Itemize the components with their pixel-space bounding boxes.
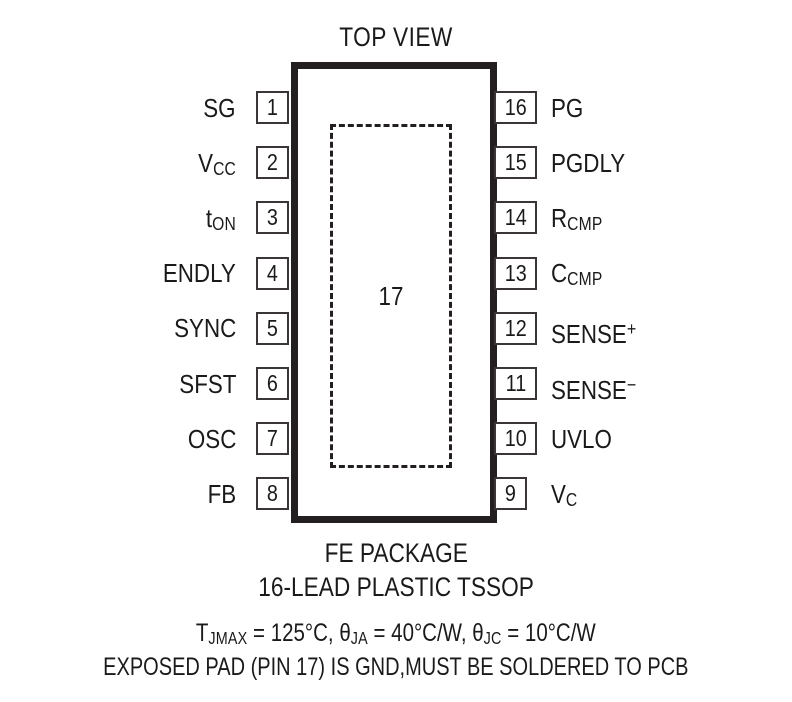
pin-label-pg: PG bbox=[551, 92, 589, 125]
caption-thermal-spec: TJMAX = 125°C, θJA = 40°C/W, θJC = 10°C/… bbox=[0, 619, 792, 649]
pin-number-box-3: 3 bbox=[256, 201, 289, 235]
exposed-pad-number: 17 bbox=[378, 281, 404, 311]
tjmax-value: = 125°C, bbox=[247, 619, 340, 647]
pin-number-box-9: 9 bbox=[494, 477, 527, 511]
pin-number-box-7: 7 bbox=[256, 422, 289, 456]
theta-ja-value: = 40°C/W, bbox=[367, 619, 473, 647]
pin-label-text: ENDLY bbox=[163, 258, 236, 289]
caption-package-name: FE PACKAGE bbox=[0, 538, 792, 569]
pin-label-text: PGDLY bbox=[551, 147, 626, 178]
diagram-title: TOP VIEW bbox=[339, 22, 453, 52]
pin-number-text: 1 bbox=[266, 94, 278, 120]
exposed-pad-outline bbox=[330, 124, 452, 468]
pin-label-text: FB bbox=[207, 478, 236, 509]
pin-number-box-8: 8 bbox=[256, 477, 289, 511]
pin-number-text: 3 bbox=[266, 204, 278, 231]
pin-number-text: 4 bbox=[266, 259, 278, 286]
pin-number-text: 11 bbox=[505, 370, 526, 396]
pin-number-text: 5 bbox=[266, 314, 278, 341]
pin-label-text: PG bbox=[551, 92, 584, 123]
pin-number-box-15: 15 bbox=[494, 146, 537, 180]
tjmax-subscript: JMAX bbox=[208, 627, 248, 648]
caption-package-name-text: FE PACKAGE bbox=[324, 538, 468, 568]
pin-number-text: 2 bbox=[266, 149, 278, 176]
caption-exposed-pad-note: EXPOSED PAD (PIN 17) IS GND,MUST BE SOLD… bbox=[0, 653, 792, 682]
pin-number-box-16: 16 bbox=[494, 91, 537, 124]
pin-label-sg: SG bbox=[198, 92, 236, 125]
pin-number-box-10: 10 bbox=[494, 422, 537, 456]
pin-label-text: RCMP bbox=[551, 202, 603, 234]
pin-label-text: OSC bbox=[187, 423, 236, 454]
pin-number-box-11: 11 bbox=[494, 367, 537, 400]
tjmax-symbol: T bbox=[196, 619, 209, 647]
theta-jc-symbol: θ bbox=[472, 619, 484, 647]
pin-number-text: 16 bbox=[504, 94, 527, 120]
pin-number-box-6: 6 bbox=[256, 367, 289, 400]
pin-label-sfst: SFST bbox=[170, 368, 236, 401]
caption-lead-description: 16-LEAD PLASTIC TSSOP bbox=[0, 572, 792, 603]
caption-exposed-pad-note-text: EXPOSED PAD (PIN 17) IS GND,MUST BE SOLD… bbox=[103, 653, 689, 681]
pin-label-ccmp: CCMP bbox=[551, 257, 611, 296]
pin-number-text: 12 bbox=[504, 314, 527, 341]
pin-label-text: VC bbox=[551, 478, 578, 510]
pin-label-fb: FB bbox=[203, 478, 236, 511]
pin-number-text: 7 bbox=[266, 425, 278, 452]
pin-label-superscript: − bbox=[626, 373, 637, 395]
pin-number-text: 9 bbox=[504, 480, 516, 507]
pin-number-text: 6 bbox=[266, 370, 278, 396]
pin-label-text: tON bbox=[205, 202, 236, 234]
pin-label-text: SG bbox=[203, 92, 236, 123]
pin-label-osc: OSC bbox=[180, 423, 236, 456]
pin-number-box-12: 12 bbox=[494, 311, 537, 345]
theta-jc-value: = 10°C/W bbox=[501, 619, 596, 647]
pin-number-box-5: 5 bbox=[256, 311, 289, 345]
pin-label-subscript: ON bbox=[212, 213, 236, 234]
theta-ja-symbol: θ bbox=[339, 619, 351, 647]
pin-label-vc: VC bbox=[551, 478, 582, 517]
pin-number-box-14: 14 bbox=[494, 201, 537, 235]
pin-number-text: 10 bbox=[504, 425, 527, 452]
pin-label-subscript: C bbox=[565, 489, 578, 510]
pin-label-sense: SENSE− bbox=[551, 368, 650, 407]
caption-thermal-spec-text: TJMAX = 125°C, θJA = 40°C/W, θJC = 10°C/… bbox=[196, 619, 596, 649]
pin-label-sense: SENSE+ bbox=[551, 312, 650, 351]
pin-number-text: 13 bbox=[504, 259, 527, 286]
pin-label-subscript: CMP bbox=[567, 269, 603, 290]
package-body-outline bbox=[291, 62, 497, 523]
pin-number-box-2: 2 bbox=[256, 146, 289, 180]
pin-label-rcmp: RCMP bbox=[551, 202, 611, 241]
theta-jc-subscript: JC bbox=[483, 627, 502, 648]
pin-label-superscript: + bbox=[626, 318, 637, 340]
pin-number-text: 14 bbox=[504, 204, 527, 231]
pin-number-box-1: 1 bbox=[256, 91, 289, 124]
pin-label-text: UVLO bbox=[551, 423, 612, 454]
pin-number-box-13: 13 bbox=[494, 256, 537, 290]
caption-lead-description-text: 16-LEAD PLASTIC TSSOP bbox=[258, 572, 534, 602]
pin-label-text: VCC bbox=[198, 147, 236, 179]
pin-label-ton: tON bbox=[201, 202, 236, 241]
pin-label-endly: ENDLY bbox=[151, 257, 236, 290]
theta-ja-subscript: JA bbox=[350, 627, 368, 648]
pin-label-subscript: CMP bbox=[567, 213, 603, 234]
pin-number-text: 8 bbox=[266, 480, 278, 507]
pin-label-sync: SYNC bbox=[164, 312, 236, 345]
pin-label-text: SENSE+ bbox=[551, 318, 637, 350]
pin-label-text: SENSE− bbox=[551, 373, 637, 405]
pin-label-text: SFST bbox=[178, 368, 236, 399]
pin-label-uvlo: UVLO bbox=[551, 423, 622, 456]
pin-number-box-4: 4 bbox=[256, 256, 289, 290]
pin-label-vcc: VCC bbox=[192, 147, 236, 186]
pin-number-text: 15 bbox=[504, 149, 527, 176]
pin-label-subscript: CC bbox=[213, 158, 236, 179]
pin-label-pgdly: PGDLY bbox=[551, 147, 637, 180]
pin-label-text: SYNC bbox=[173, 313, 236, 344]
pin-label-text: CCMP bbox=[551, 258, 603, 290]
